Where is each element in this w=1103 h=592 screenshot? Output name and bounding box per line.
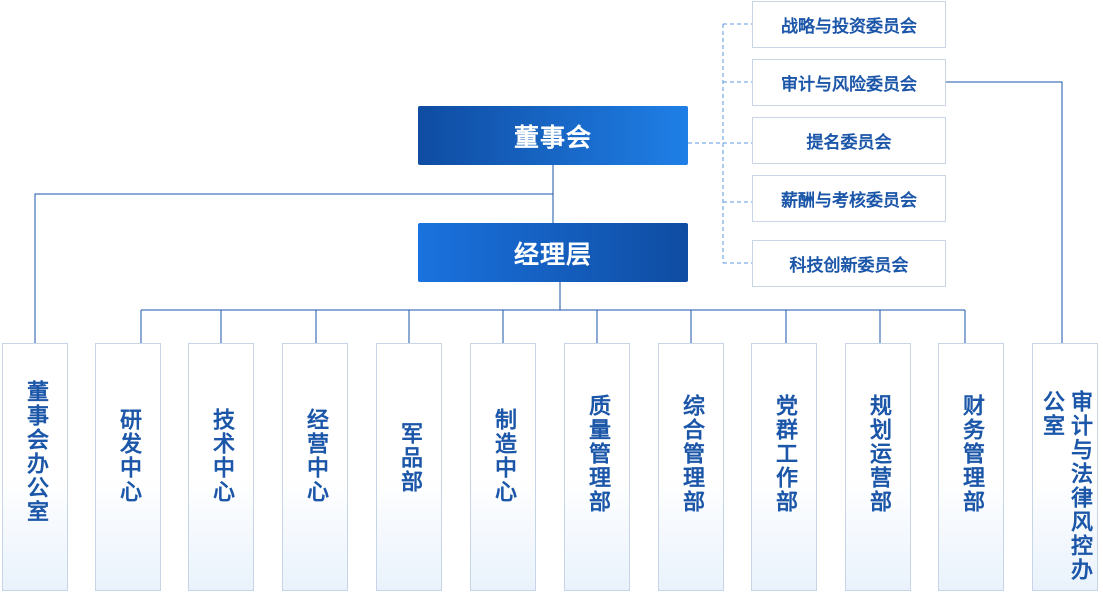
dept-label: 制造中心 [491, 408, 516, 504]
committee-remuneration-evaluation: 薪酬与考核委员会 [752, 175, 946, 222]
dept-label: 规划运营部 [866, 394, 891, 514]
board-label: 董事会 [513, 122, 592, 152]
dept-finance-management: 财务管理部 [938, 343, 1004, 591]
committee-label: 战略与投资委员会 [781, 17, 917, 37]
dept-label: 审计与法律风控办公室 [1039, 390, 1092, 582]
dept-audit-legal-risk-office: 审计与法律风控办公室 [1032, 343, 1098, 591]
dept-manufacturing-center: 制造中心 [470, 343, 536, 591]
dept-party-affairs: 党群工作部 [751, 343, 817, 591]
dept-label: 党群工作部 [772, 394, 797, 514]
dept-technology-center: 技术中心 [188, 343, 254, 591]
board-box: 董事会 [418, 106, 688, 165]
board-office-line [34, 193, 553, 343]
committee-audit-risk: 审计与风险委员会 [752, 59, 946, 106]
dept-military-products: 军品部 [376, 343, 442, 591]
management-box: 经理层 [418, 223, 688, 282]
dept-label: 财务管理部 [959, 394, 984, 514]
dept-label: 研发中心 [116, 408, 141, 504]
dept-label: 军品部 [397, 422, 422, 494]
committee-label: 审计与风险委员会 [781, 75, 917, 95]
committee-label: 科技创新委员会 [789, 256, 909, 276]
dept-board-office: 董事会办公室 [2, 343, 68, 591]
dept-quality-management: 质量管理部 [564, 343, 630, 591]
dept-label: 董事会办公室 [23, 380, 48, 524]
committee-label: 提名委员会 [806, 133, 892, 153]
dept-rd-center: 研发中心 [95, 343, 161, 591]
committee-strategy-investment: 战略与投资委员会 [752, 1, 946, 48]
committee-technology-innovation: 科技创新委员会 [752, 240, 946, 287]
committee-nomination: 提名委员会 [752, 117, 946, 164]
dept-label: 质量管理部 [585, 394, 610, 514]
dept-label: 经营中心 [303, 408, 328, 504]
committee-label: 薪酬与考核委员会 [781, 191, 917, 211]
dept-label: 综合管理部 [679, 394, 704, 514]
audit-office-line [946, 81, 1063, 343]
dept-operations-center: 经营中心 [282, 343, 348, 591]
dept-planning-operations: 规划运营部 [845, 343, 911, 591]
dept-general-management: 综合管理部 [658, 343, 724, 591]
committee-dashed-lines [688, 23, 752, 264]
management-label: 经理层 [513, 239, 592, 269]
dept-label: 技术中心 [209, 408, 234, 504]
department-drop-lines [140, 310, 966, 343]
